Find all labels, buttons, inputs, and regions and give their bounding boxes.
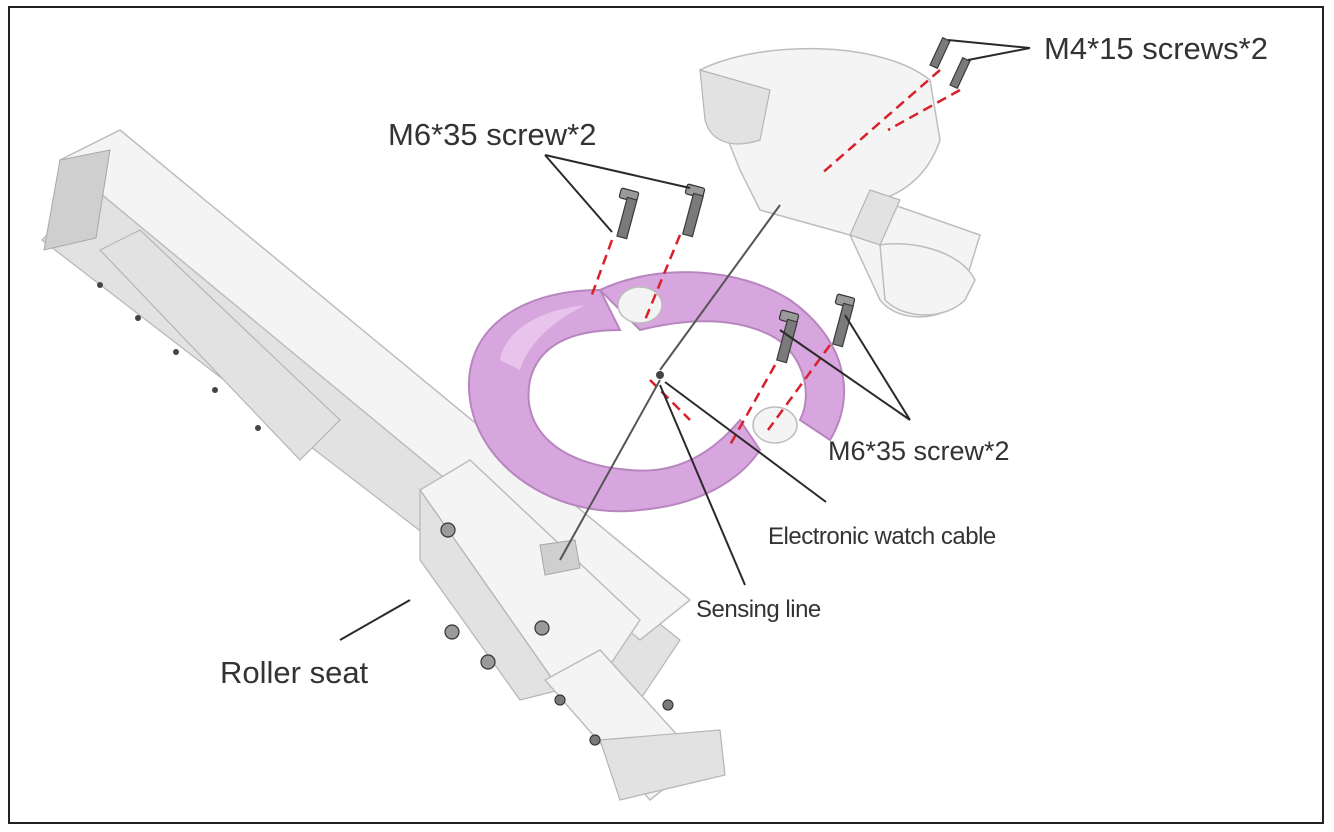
label-roller-seat: Roller seat [220, 655, 369, 690]
top-cover [699, 47, 981, 318]
label-m6-screw-top: M6*35 screw*2 [388, 117, 596, 152]
roller-seat-bracket [418, 459, 726, 802]
label-electronic-watch-cable: Electronic watch cable [768, 523, 996, 550]
pink-u-ring [467, 271, 845, 513]
m6-screws-right-pair [776, 293, 856, 364]
diagram-frame [8, 6, 1324, 824]
m4-screws-pair [929, 36, 971, 90]
label-m6-screw-right: M6*35 screw*2 [828, 436, 1010, 466]
m6-screws-top-pair [616, 183, 706, 240]
leader-lines [339, 39, 1031, 641]
cables [559, 204, 781, 561]
label-sensing-line: Sensing line [696, 596, 821, 623]
label-m4-screws: M4*15 screws*2 [1044, 31, 1268, 66]
